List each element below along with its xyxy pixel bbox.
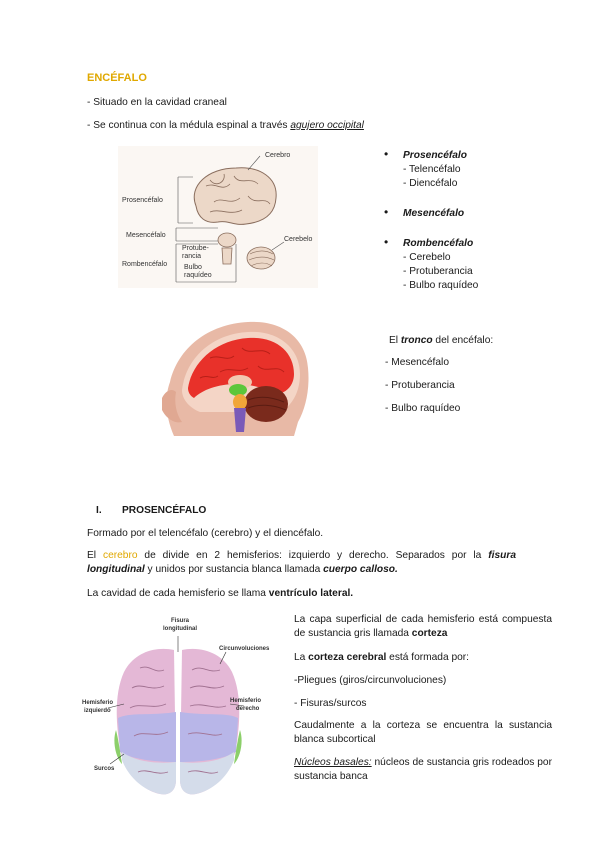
label-bulbo-2: raquídeo xyxy=(184,272,212,279)
sub-telencefalo: - Telencéfalo xyxy=(403,164,461,175)
tronco-prefix: El xyxy=(389,335,401,346)
tronco-item-mesencefalo: - Mesencéfalo xyxy=(385,357,449,368)
ventriculo-lateral-term: ventrículo lateral. xyxy=(268,588,354,599)
label-hem-der-1: Hemisferio xyxy=(230,698,261,704)
bullet-icon: • xyxy=(384,147,389,161)
cortex-p1: La capa superficial de cada hemisferio e… xyxy=(294,613,552,641)
section-p2: El cerebro de divide en 2 hemisferios: i… xyxy=(87,549,516,577)
cortex-item-pliegues: -Pliegues (giros/circunvoluciones) xyxy=(294,675,447,686)
tronco-item-bulbo: - Bulbo raquídeo xyxy=(385,403,461,414)
label-circunvoluciones: Circunvoluciones xyxy=(219,646,270,652)
cortex-p3: Caudalmente a la corteza se encuentra la… xyxy=(294,720,552,745)
tronco-suffix: del encéfalo: xyxy=(432,335,494,346)
label-hem-izq-2: izquierdo xyxy=(84,708,111,714)
cortex-p2-c: está formada por: xyxy=(386,652,470,663)
cortex-p2: La corteza cerebral está formada por: xyxy=(294,651,469,665)
label-rombencefalo: Rombencéfalo xyxy=(122,261,167,268)
tronco-term: tronco xyxy=(400,335,433,346)
hemispheres-figure: Fisura longitudinal Circunvoluciones Hem… xyxy=(82,618,270,795)
cortex-p2-a: La xyxy=(294,652,309,663)
p2-text-e: y unidos por sustancia blanca llamada xyxy=(144,564,324,575)
fisura-longitudinal-term: fisura longitudinal xyxy=(87,550,516,575)
corteza-term: corteza xyxy=(411,628,448,639)
cerebro-term: cerebro xyxy=(102,550,138,561)
cortex-p1-text: La capa superficial de cada hemisferio e… xyxy=(294,614,552,639)
sub-cerebelo: - Cerebelo xyxy=(403,252,451,263)
intro-line-1: - Situado en la cavidad craneal xyxy=(87,97,227,108)
corteza-cerebral-term: corteza cerebral xyxy=(308,652,387,663)
tronco-item-protuberancia: - Protuberancia xyxy=(385,380,455,391)
section-heading: PROSENCÉFALO xyxy=(122,505,207,516)
nucleos-basales-term: Núcleos basales: xyxy=(294,757,372,768)
section-number: I. xyxy=(96,505,102,516)
label-cerebro: Cerebro xyxy=(265,152,290,159)
label-prosencefalo: Prosencéfalo xyxy=(122,197,163,204)
page-title: ENCÉFALO xyxy=(87,72,147,84)
p3-text: La cavidad de cada hemisferio se llama xyxy=(87,588,269,599)
bullet-icon: • xyxy=(384,205,389,219)
intro-line-2: - Se continua con la médula espinal a tr… xyxy=(87,119,364,133)
sub-diencefalo: - Diencéfalo xyxy=(403,178,458,189)
cortex-p4-text: núcleos de sustancia gris rodeados por s… xyxy=(294,757,552,782)
label-hem-izq-1: Hemisferio xyxy=(82,700,113,706)
brain-divisions-figure: Cerebro Prosencéfalo Mesencéfalo Protube… xyxy=(118,146,318,288)
sub-bulbo-raquideo: - Bulbo raquídeo xyxy=(403,280,479,291)
cortex-item-fisuras: - Fisuras/surcos xyxy=(294,698,367,709)
section-p3: La cavidad de cada hemisferio se llama v… xyxy=(87,587,353,601)
agujero-occipital-term: agujero occipital xyxy=(290,120,364,131)
cuerpo-calloso-term: cuerpo calloso. xyxy=(323,564,398,575)
cortex-p4: Núcleos basales: núcleos de sustancia gr… xyxy=(294,756,552,784)
label-fisura-2: longitudinal xyxy=(163,626,197,632)
label-protuberancia-2: rancia xyxy=(182,253,201,260)
bullet-icon: • xyxy=(384,235,389,249)
label-protuberancia-1: Protube- xyxy=(182,245,210,252)
p2-text-a: El xyxy=(87,550,103,561)
label-cerebelo: Cerebelo xyxy=(284,236,313,243)
division-prosencefalo: Prosencéfalo xyxy=(403,150,467,161)
label-hem-der-2: derecho xyxy=(236,706,260,712)
division-rombencefalo: Rombencéfalo xyxy=(403,238,474,249)
division-mesencefalo: Mesencéfalo xyxy=(403,208,465,219)
sub-protuberancia: - Protuberancia xyxy=(403,266,473,277)
label-fisura-1: Fisura xyxy=(171,618,190,624)
section-p1: Formado por el telencéfalo (cerebro) y e… xyxy=(87,528,324,539)
p2-text-c: de divide en 2 hemisferios: izquierdo y … xyxy=(137,550,489,561)
label-bulbo-1: Bulbo xyxy=(184,264,202,271)
tronco-heading: El tronco del encéfalo: xyxy=(389,334,493,348)
sagittal-brain-figure xyxy=(162,321,309,436)
label-mesencefalo: Mesencéfalo xyxy=(126,232,166,239)
intro-line-2-text: - Se continua con la médula espinal a tr… xyxy=(87,120,291,131)
label-surcos: Surcos xyxy=(94,766,115,772)
